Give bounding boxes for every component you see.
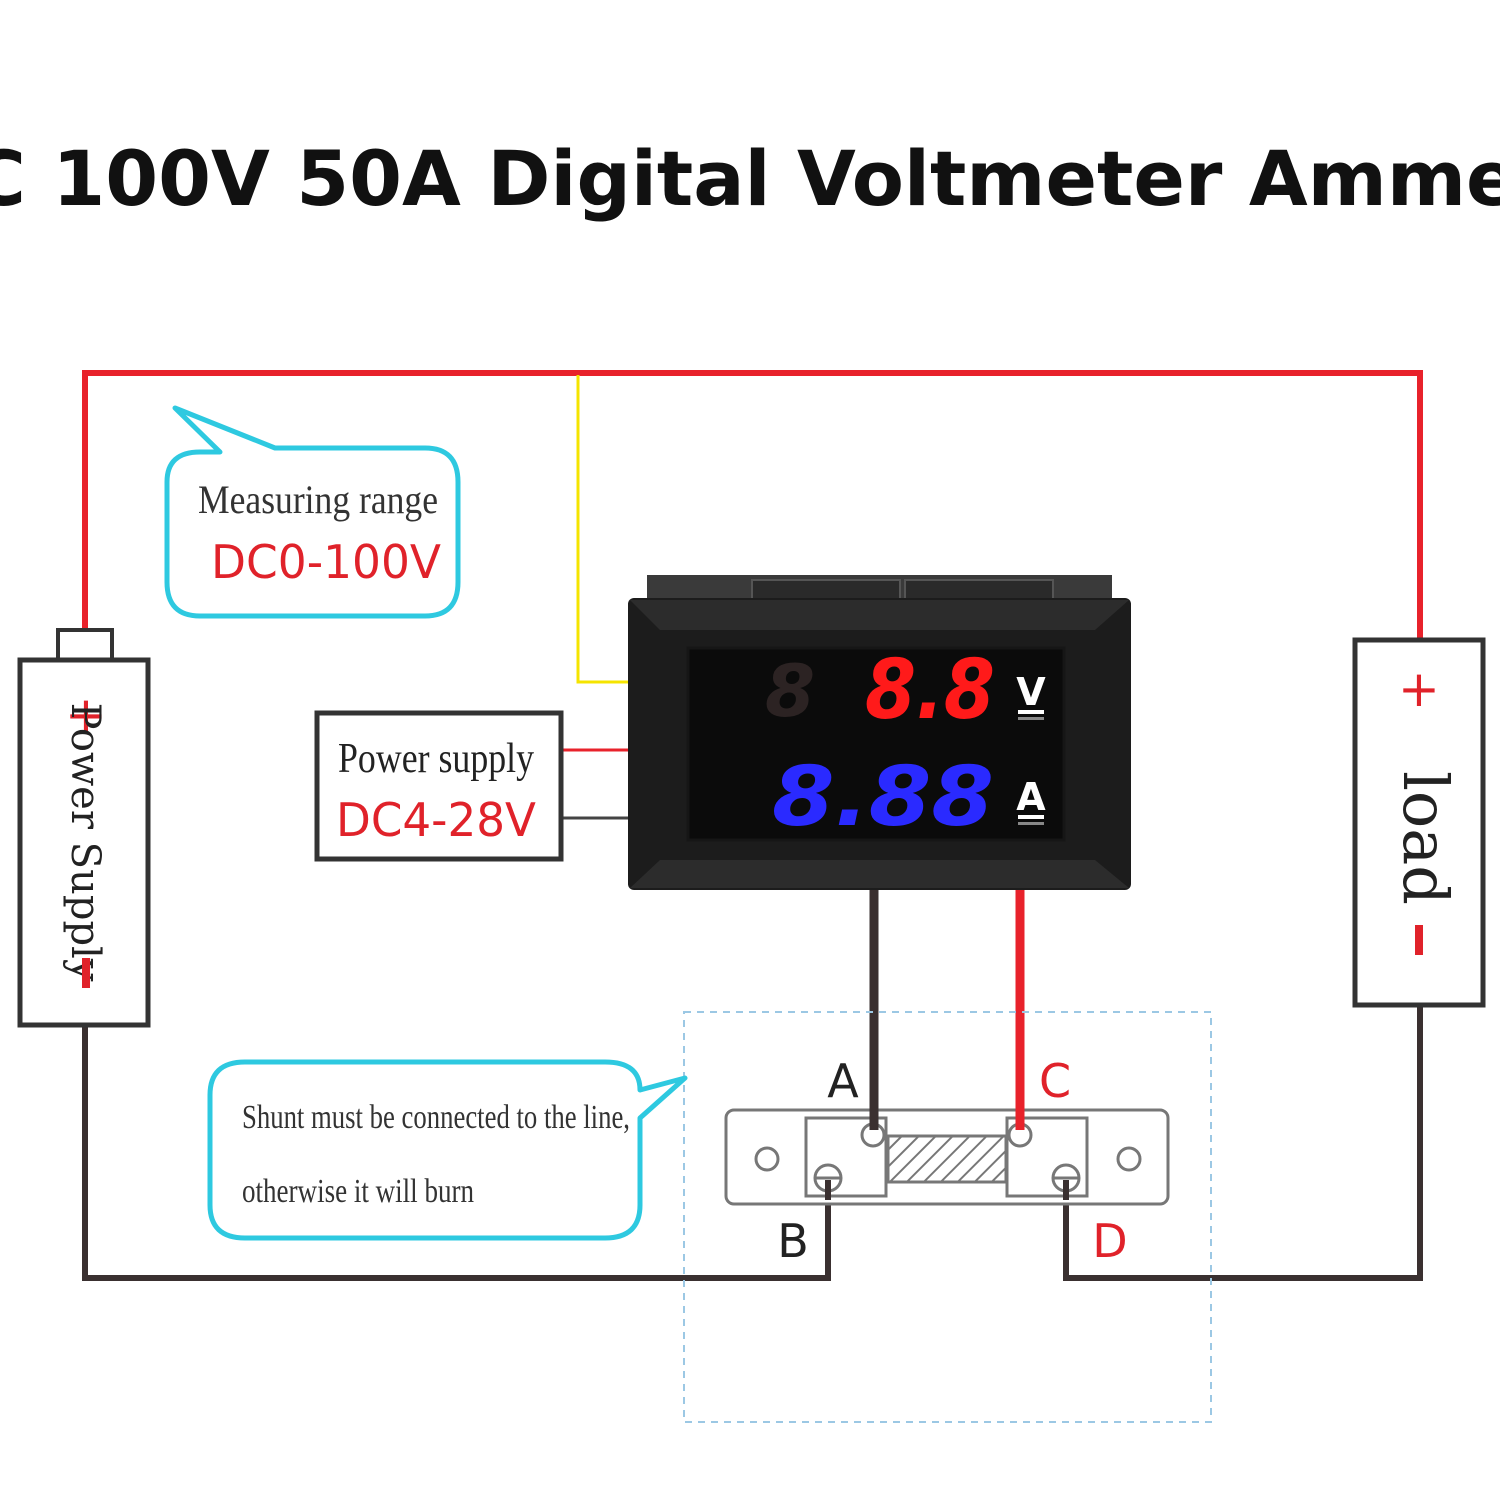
shunt-note-bubble [207,1059,688,1241]
voltage-unit: V [1016,670,1046,714]
meter-bezel-top [630,600,1129,630]
terminal-label-b: B [777,1214,809,1268]
measuring-range-label: Measuring range [198,477,438,522]
power-supply-frame [314,710,564,862]
black-wire-bottom-left [82,1025,831,1281]
meter-bezel-bottom [630,860,1129,888]
page-title: DC 100V 50A Digital Voltmeter Ammeter [0,134,1500,223]
power-supply-value: DC4-28V [336,793,537,847]
measuring-range-callout: Measuring range DC0-100V [164,405,461,619]
shunt-note-callout: Shunt must be connected to the line, oth… [207,1059,688,1241]
load-label: load [1389,771,1462,905]
shunt-dashed-frame [683,1011,1212,1423]
shunt [724,1108,1170,1206]
voltage-dc-mark [1018,710,1044,714]
voltage-unlit-digit: 8 [765,649,815,733]
current-unit: A [1016,775,1046,819]
black-wire-bottom-right [1063,1005,1423,1281]
load-plus: + [1398,660,1440,718]
current-dc-dash [1018,822,1044,825]
shunt-mount-hole-right [1116,1146,1142,1172]
load-minus [1415,925,1423,955]
battery: + Power Supply [17,628,151,1028]
meter-display [686,646,1066,842]
battery-label: Power Supply [62,703,108,982]
yellow-wire [576,375,630,684]
power-supply-box: Power supply DC4-28V [314,710,564,862]
battery-plus: + [65,686,107,744]
voltage-readout: 8.8 [865,643,995,738]
shunt-resistor [886,1134,1008,1184]
battery-cap [56,628,114,664]
shunt-note-line2: otherwise it will burn [242,1173,474,1210]
terminal-label-c: C [1039,1054,1071,1108]
terminal-label-a: A [827,1054,859,1108]
wires [82,370,1423,1281]
callout-bubble [164,405,461,619]
voltage-dc-dash [1018,717,1044,720]
load-box: + load [1352,637,1486,1008]
battery-minus [82,958,90,988]
terminal-label-d: D [1092,1214,1127,1268]
power-supply-label: Power supply [338,736,534,782]
current-readout: 8.88 [772,750,994,845]
shunt-mount-hole-left [754,1146,780,1172]
current-dc-mark [1018,815,1044,819]
shunt-note-line1: Shunt must be connected to the line, [242,1099,630,1136]
measuring-range-value: DC0-100V [211,535,442,589]
voltmeter-ammeter: 8 8.8 8.88 V A [628,575,1131,890]
red-wire-top [82,370,1423,640]
